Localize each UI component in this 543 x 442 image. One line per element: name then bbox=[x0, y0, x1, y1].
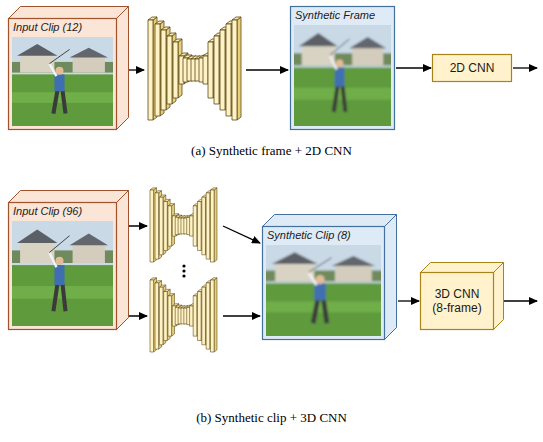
subfigure-caption: (a) Synthetic frame + 2D CNN bbox=[0, 143, 543, 159]
photo bbox=[294, 25, 391, 126]
photo bbox=[266, 245, 381, 336]
box-label: 3D CNN (8-frame) bbox=[426, 287, 488, 315]
clip-label: Synthetic Frame bbox=[295, 9, 395, 22]
encoder-decoder bbox=[150, 188, 217, 262]
encoder-decoder bbox=[150, 278, 217, 352]
flow-arrow bbox=[396, 67, 431, 68]
arrow bbox=[246, 69, 288, 70]
input-clip: Input Clip (12) bbox=[8, 6, 129, 130]
cnn-box: 2D CNN bbox=[432, 54, 512, 82]
clip-label: Input Clip (12) bbox=[13, 21, 129, 34]
input-clip: Input Clip (96) bbox=[8, 190, 129, 330]
photo bbox=[12, 37, 113, 126]
photo bbox=[12, 221, 113, 326]
arrow bbox=[223, 226, 260, 243]
output-arrow bbox=[501, 300, 537, 301]
clip-label: Synthetic Clip (8) bbox=[267, 229, 397, 242]
vertical-dots bbox=[182, 264, 185, 277]
cnn-cube: 3D CNN (8-frame) bbox=[420, 262, 504, 330]
box-label: 2D CNN bbox=[450, 61, 495, 75]
clip-label: Input Clip (96) bbox=[13, 205, 129, 218]
output-arrow bbox=[513, 67, 537, 68]
encoder-decoder bbox=[148, 17, 241, 120]
synthetic-frame: Synthetic Frame bbox=[290, 6, 395, 130]
layer-slab bbox=[232, 17, 241, 120]
box-outline bbox=[290, 6, 395, 130]
subfigure-caption: (b) Synthetic clip + 3D CNN bbox=[0, 410, 543, 426]
flow-arrow bbox=[398, 300, 419, 301]
layer-slab bbox=[210, 188, 216, 262]
synthetic-clip: Synthetic Clip (8) bbox=[262, 214, 397, 340]
layer-slab bbox=[210, 278, 216, 352]
arrow bbox=[223, 315, 260, 316]
